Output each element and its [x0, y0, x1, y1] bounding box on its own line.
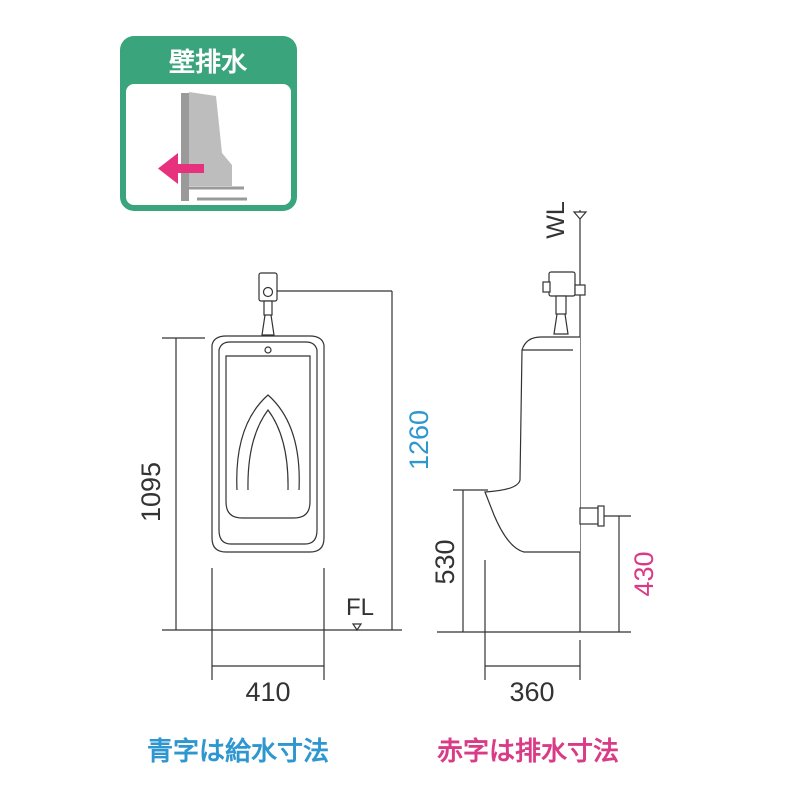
- flush-valve-side: [542, 271, 586, 335]
- height-1095-label: 1095: [136, 462, 166, 522]
- floor-level-label: FL: [346, 594, 374, 621]
- supply-height-1260-label: 1260: [404, 410, 434, 470]
- badge-title: 壁排水: [169, 47, 248, 78]
- depth-360-label: 360: [509, 677, 554, 707]
- flush-valve: [258, 272, 392, 336]
- urinal-front: [211, 335, 325, 553]
- drain-height-430-label: 430: [629, 551, 659, 596]
- drain-fitting: [579, 505, 631, 527]
- drain-arrow-icon: [158, 153, 204, 184]
- front-view: [162, 272, 402, 680]
- width-410-label: 410: [245, 677, 290, 707]
- wall-level-label: WL: [542, 201, 570, 239]
- wall-drain-badge: 壁排水: [120, 36, 297, 211]
- urinal-side-profile: [484, 336, 580, 553]
- side-view: [437, 210, 631, 680]
- trap-height-530-label: 530: [430, 539, 460, 584]
- legend-supply-text: 青字は給水寸法: [147, 736, 329, 767]
- legend-drain-text: 赤字は排水寸法: [437, 736, 619, 767]
- wall-drain-icon: [158, 92, 247, 201]
